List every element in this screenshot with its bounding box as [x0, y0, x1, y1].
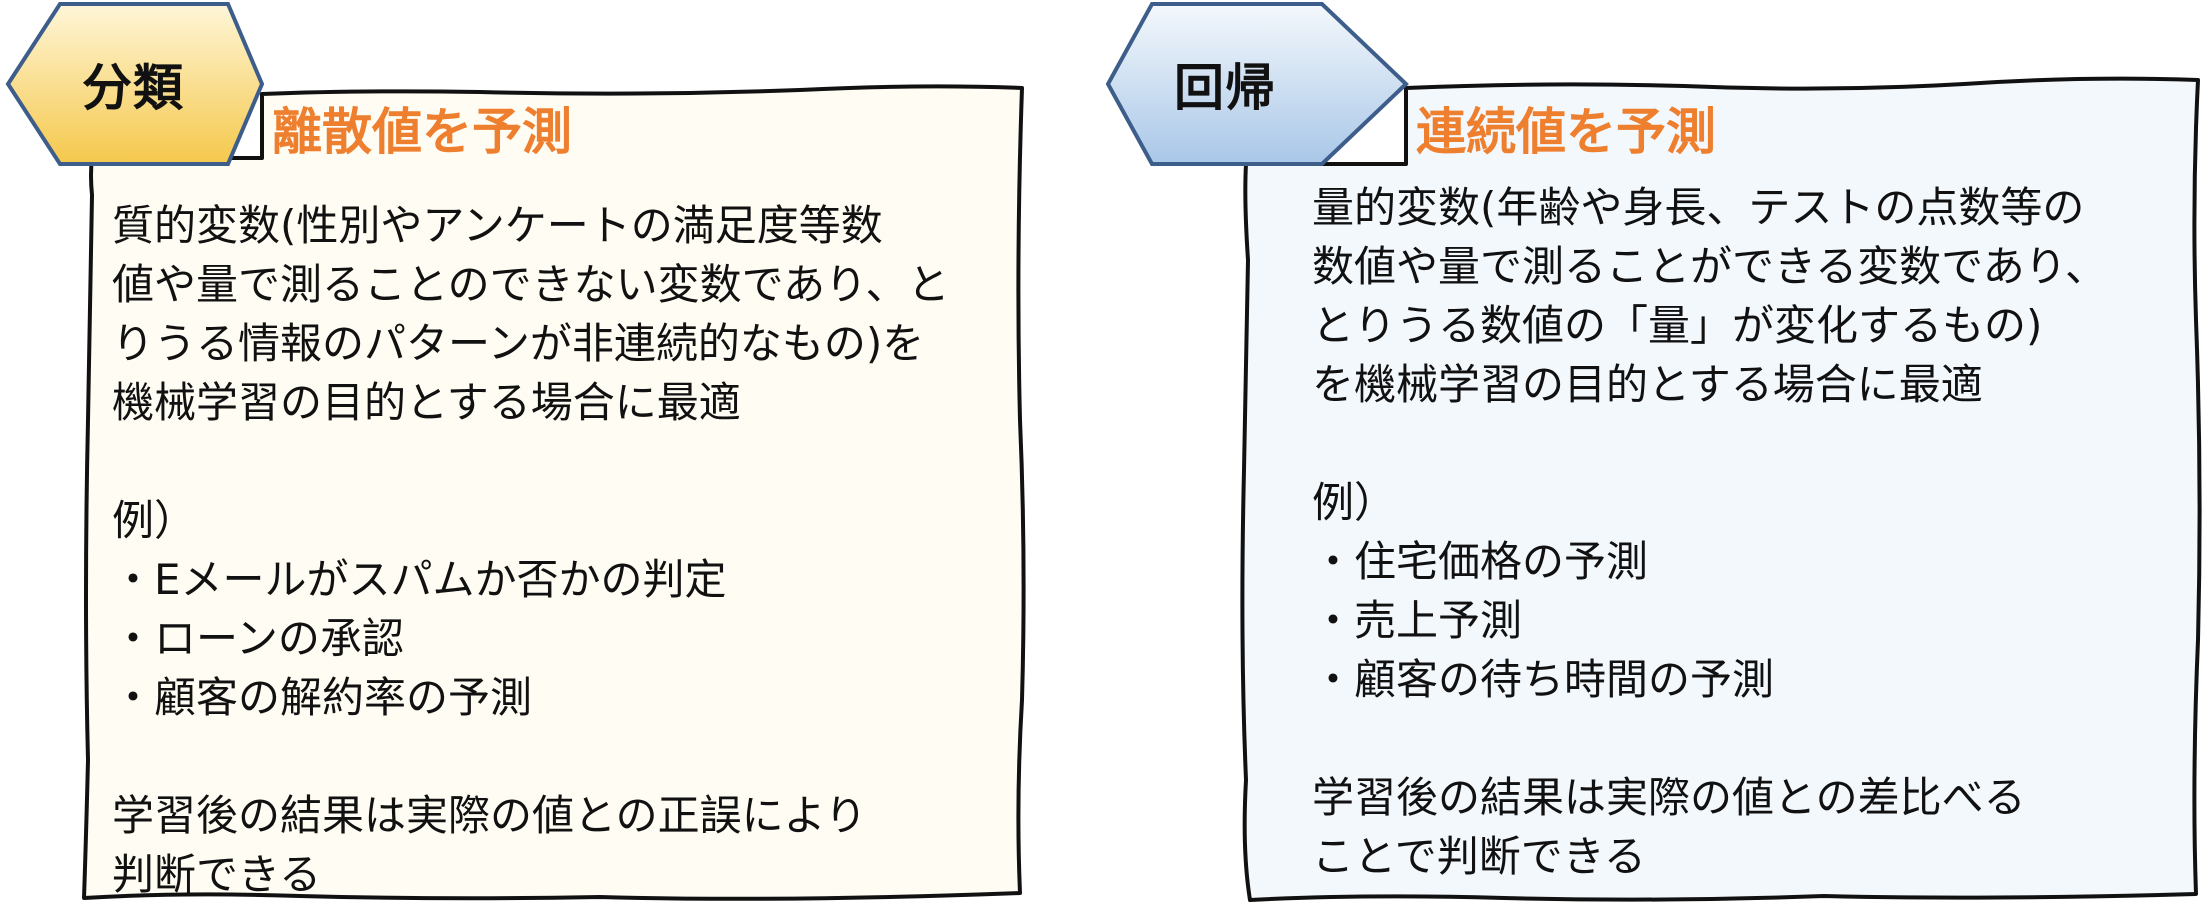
- regression-card: [1240, 76, 2202, 902]
- classification-card-frame: [5, 2, 1026, 901]
- description-line: 質的変数(性別やアンケートの満足度等数: [112, 201, 883, 250]
- regression-label: 回帰: [1174, 59, 1276, 117]
- description-line: 値や量で測ることのできない変数であり、と: [112, 260, 950, 309]
- classification-hex-badge: [5, 2, 265, 166]
- classification-panel: 分類 離散値を予測 質的変数(性別やアンケートの満足度等数 値や量で測ることので…: [5, 2, 1026, 904]
- example-item: ・ローンの承認: [112, 614, 404, 663]
- examples-heading: 例）: [1312, 478, 1397, 527]
- example-item: ・顧客の解約率の予測: [112, 673, 533, 722]
- regression-hex-badge: [1105, 1, 1409, 166]
- example-item: ・顧客の待ち時間の予測: [1312, 655, 1775, 704]
- regression-card-frame: [1105, 1, 2202, 902]
- evaluation-line: 判断できる: [112, 850, 322, 899]
- regression-subtitle: 連続値を予測: [1416, 103, 1716, 161]
- classification-body: 質的変数(性別やアンケートの満足度等数 値や量で測ることのできない変数であり、と…: [112, 196, 992, 904]
- classification-label: 分類: [82, 59, 184, 117]
- classification-subtitle: 離散値を予測: [272, 103, 572, 161]
- example-item: ・Eメールがスパムか否かの判定: [112, 555, 727, 604]
- examples-heading: 例）: [112, 496, 197, 545]
- example-item: ・住宅価格の予測: [1312, 537, 1649, 586]
- description-line: 量的変数(年齢や身長、テストの点数等の: [1312, 183, 2085, 232]
- example-item: ・売上予測: [1312, 596, 1523, 645]
- regression-body: 量的変数(年齢や身長、テストの点数等の 数値や量で測ることができる変数であり、 …: [1312, 178, 2152, 886]
- evaluation-line: ことで判断できる: [1312, 832, 1646, 881]
- description-line: りうる情報のパターンが非連続的なもの)を: [112, 319, 925, 368]
- regression-panel: 回帰 連続値を予測 量的変数(年齢や身長、テストの点数等の 数値や量で測ることが…: [1104, 0, 2209, 921]
- evaluation-line: 学習後の結果は実際の値との差比べる: [1312, 773, 2026, 822]
- description-line: を機械学習の目的とする場合に最適: [1312, 360, 1983, 409]
- evaluation-line: 学習後の結果は実際の値との正誤により: [112, 791, 867, 840]
- description-line: とりうる数値の「量」が変化するもの): [1312, 301, 2043, 350]
- description-line: 数値や量で測ることができる変数であり、: [1312, 242, 2108, 291]
- description-line: 機械学習の目的とする場合に最適: [112, 378, 741, 427]
- classification-card: [82, 84, 1026, 901]
